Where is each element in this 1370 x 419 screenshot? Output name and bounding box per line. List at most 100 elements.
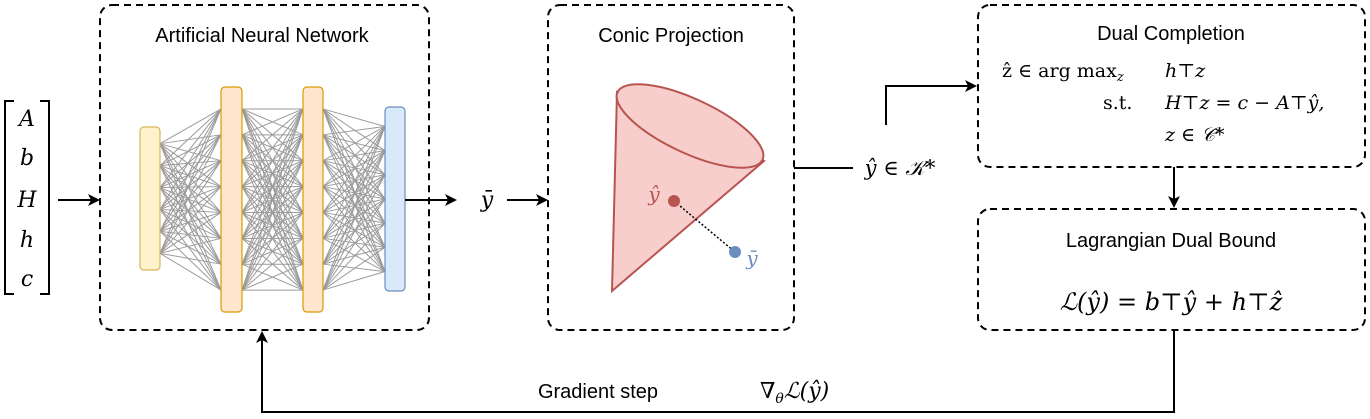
ann-connection	[241, 108, 304, 136]
ann-connection	[322, 108, 386, 127]
ann-connection	[322, 160, 386, 176]
ann-hidden-layer-2	[302, 86, 324, 313]
ann-connection	[159, 108, 222, 254]
objective-expression: h⊤z	[1165, 60, 1206, 82]
ann-connection	[322, 160, 386, 272]
ann-connection	[159, 237, 222, 254]
projection-distance-line	[673, 200, 736, 253]
ann-connection	[159, 252, 222, 265]
ann-connection	[241, 108, 304, 239]
ann-connection	[322, 186, 386, 248]
ann-connection	[159, 108, 222, 188]
input-vector: A b H h c	[4, 100, 50, 295]
ann-connection	[159, 209, 222, 239]
ann-connection	[159, 165, 222, 265]
ann-connection	[241, 134, 304, 291]
subject-to-label: s.t.	[1103, 92, 1132, 114]
ann-connection	[159, 187, 222, 213]
ann-connection	[322, 174, 386, 188]
ann-connection	[322, 211, 386, 224]
input-entry-A: A	[17, 107, 35, 132]
right-bracket	[40, 100, 50, 295]
ann-connection	[322, 186, 386, 224]
lagrangian-title: Lagrangian Dual Bound	[1066, 230, 1276, 252]
ann-connection	[159, 230, 222, 265]
ann-connection	[159, 160, 222, 210]
argmax-expression: ẑ ∈ arg maxz	[1002, 60, 1124, 85]
dual-completion-title: Dual Completion	[1097, 23, 1245, 45]
ann-connection	[322, 174, 386, 291]
ann-connection	[159, 209, 222, 291]
dual-completion-block: Dual Completion ẑ ∈ arg maxz h⊤z s.t. H⊤…	[977, 4, 1366, 168]
ann-connection	[159, 134, 222, 188]
ann-connection	[322, 126, 386, 291]
ann-connection	[159, 165, 222, 291]
projected-point-label: ŷ	[647, 182, 660, 206]
ann-connection	[159, 143, 222, 187]
ann-connection	[322, 108, 386, 152]
ann-connection	[159, 143, 222, 265]
ann-connection	[241, 108, 304, 162]
ann-connection	[322, 134, 386, 176]
ann-connection	[322, 150, 386, 291]
ann-connection	[159, 186, 222, 254]
ann-connection	[159, 160, 222, 232]
ann-connection	[241, 108, 304, 265]
gradient-step-label: Gradient step	[538, 381, 658, 403]
cone-rim	[615, 83, 765, 169]
conic-projection-block: Conic Projection ŷ ȳ	[547, 4, 795, 331]
ann-connection	[322, 263, 386, 273]
ann-connection	[159, 186, 222, 189]
conic-projection-title: Conic Projection	[598, 25, 744, 47]
ann-connection	[322, 126, 386, 213]
gradient-formula: ∇θℒ(ŷ)	[760, 379, 829, 407]
ann-connection	[159, 108, 222, 232]
ann-connection	[241, 237, 304, 291]
ann-connection	[159, 231, 222, 291]
input-entry-b: b	[20, 146, 34, 171]
ann-connection	[159, 165, 222, 213]
gradient-feedback-arrow	[256, 330, 1175, 413]
ann-connection	[159, 143, 222, 213]
ann-connections	[159, 108, 386, 291]
dual-completion-box	[977, 4, 1366, 168]
ann-block: Artificial Neural Network	[99, 4, 430, 331]
ann-connection	[322, 271, 386, 291]
ann-connection	[322, 237, 386, 272]
ann-connection	[159, 165, 222, 188]
ann-connection	[322, 125, 386, 136]
ann-connection	[159, 160, 222, 188]
ann-connection	[159, 134, 222, 254]
ann-connection	[159, 160, 222, 167]
ann-connection	[159, 212, 222, 254]
ann-connection	[241, 186, 304, 291]
ann-connection	[322, 186, 386, 200]
ann-connection	[322, 222, 386, 239]
ann-output-layer	[384, 106, 406, 292]
ann-hidden-layer-1	[220, 86, 243, 313]
ann-connection	[322, 134, 386, 200]
ann-connection	[322, 108, 386, 224]
ann-connection	[241, 108, 304, 213]
input-entry-h: h	[20, 228, 34, 253]
ann-connection	[322, 237, 386, 248]
ann-connection	[159, 209, 222, 265]
left-bracket	[4, 100, 14, 295]
ann-connection	[159, 160, 222, 254]
ybar-label: ȳ	[480, 188, 494, 213]
projected-point-yhat	[668, 195, 680, 207]
ann-connection	[322, 246, 386, 291]
yhat-in-dual-cone-label: ŷ ∈ 𝒦*	[864, 156, 936, 180]
equality-constraint: H⊤z = c − A⊤ŷ,	[1164, 92, 1324, 114]
cone-constraint: z ∈ 𝒞*	[1164, 124, 1225, 146]
ann-input-layer	[139, 126, 161, 271]
ann-connection	[159, 187, 222, 291]
ann-connection	[159, 134, 222, 210]
ann-connection	[159, 134, 222, 145]
ann-connection	[159, 143, 222, 239]
ann-connection	[322, 160, 386, 224]
ann-connection	[159, 134, 222, 167]
ann-connection	[322, 198, 386, 213]
ann-title: Artificial Neural Network	[155, 25, 369, 47]
